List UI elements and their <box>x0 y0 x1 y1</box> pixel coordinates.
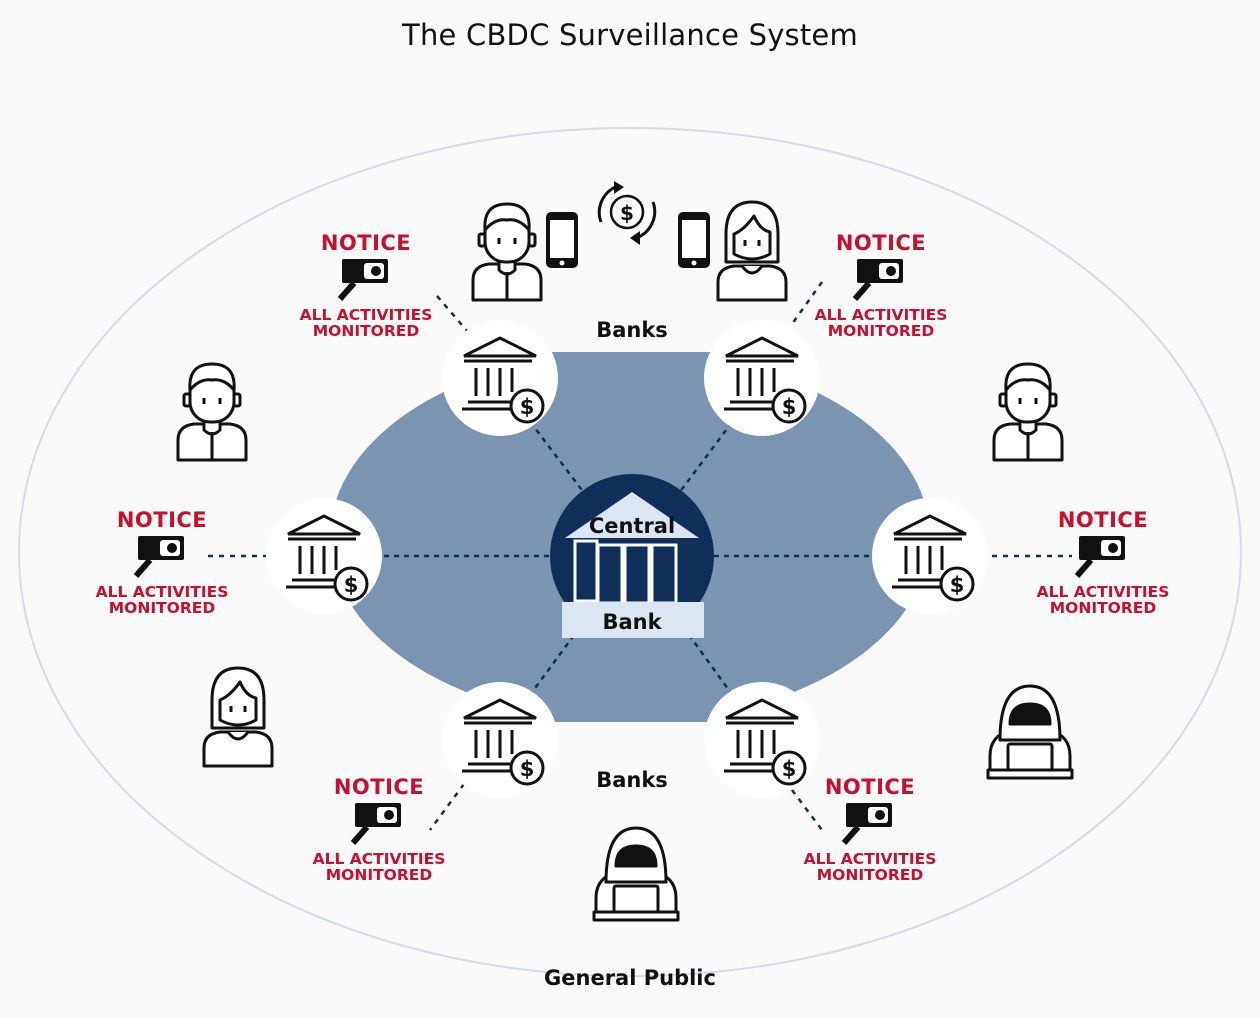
security-camera-icon <box>133 536 184 578</box>
notice-title: NOTICE <box>824 775 916 799</box>
central-bank-icon: Central Bank <box>550 474 714 638</box>
woman-person-icon-left <box>202 666 274 768</box>
notice-title: NOTICE <box>320 231 412 255</box>
notice-line2: MONITORED <box>325 866 433 884</box>
bank-icon-top-right <box>702 318 822 438</box>
man-person-icon-left <box>176 362 248 462</box>
notice-line2: MONITORED <box>1049 599 1157 617</box>
surveillance-notice-top-left: NOTICE ALL ACTIVITIES MONITORED <box>291 231 441 339</box>
hooded-hacker-icon-bottom <box>592 826 680 922</box>
woman-person-icon-top <box>716 200 788 302</box>
svg-text:$: $ <box>620 201 634 225</box>
surveillance-notice-bottom-right: NOTICE ALL ACTIVITIES MONITORED <box>795 775 945 883</box>
bank-icon-top-left <box>440 318 560 438</box>
bank-icon-left <box>264 496 384 616</box>
surveillance-notice-top-right: NOTICE ALL ACTIVITIES MONITORED <box>806 231 956 339</box>
security-camera-icon <box>852 259 903 301</box>
security-camera-icon <box>841 803 892 845</box>
hooded-hacker-icon-right <box>986 684 1074 780</box>
surveillance-notice-right: NOTICE ALL ACTIVITIES MONITORED <box>1028 508 1178 616</box>
notice-line1: ALL ACTIVITIES <box>95 583 229 601</box>
notice-line1: ALL ACTIVITIES <box>803 850 937 868</box>
man-person-icon-right <box>992 362 1064 462</box>
notice-title: NOTICE <box>835 231 927 255</box>
surveillance-notice-bottom-left: NOTICE ALL ACTIVITIES MONITORED <box>304 775 454 883</box>
general-public-label: General Public <box>544 966 716 990</box>
notice-line1: ALL ACTIVITIES <box>1036 583 1170 601</box>
bank-icon-right <box>870 496 990 616</box>
security-camera-icon <box>337 259 388 301</box>
notice-line2: MONITORED <box>312 322 420 340</box>
central-bank-label-line2: Bank <box>602 610 662 634</box>
notice-line2: MONITORED <box>827 322 935 340</box>
security-camera-icon <box>1074 536 1125 578</box>
notice-line2: MONITORED <box>108 599 216 617</box>
notice-line1: ALL ACTIVITIES <box>312 850 446 868</box>
diagram-title: The CBDC Surveillance System <box>402 18 858 52</box>
notice-line1: ALL ACTIVITIES <box>814 306 948 324</box>
general-public-boundary <box>18 127 1242 977</box>
dollar-exchange-icon: $ <box>597 181 657 245</box>
surveillance-links <box>208 281 1072 831</box>
notice-title: NOTICE <box>116 508 208 532</box>
notice-title: NOTICE <box>333 775 425 799</box>
smartphone-icon-left <box>546 212 578 268</box>
central-bank-label-line1: Central <box>589 514 675 538</box>
smartphone-icon-right <box>678 212 710 268</box>
notice-line2: MONITORED <box>816 866 924 884</box>
banks-label-top: Banks <box>596 318 668 342</box>
surveillance-notice-left: NOTICE ALL ACTIVITIES MONITORED <box>87 508 237 616</box>
notice-title: NOTICE <box>1057 508 1149 532</box>
security-camera-icon <box>350 803 401 845</box>
man-person-icon-top <box>471 202 543 302</box>
notice-line1: ALL ACTIVITIES <box>299 306 433 324</box>
bank-icon-bottom-left <box>440 680 560 800</box>
banks-label-bottom: Banks <box>596 768 668 792</box>
